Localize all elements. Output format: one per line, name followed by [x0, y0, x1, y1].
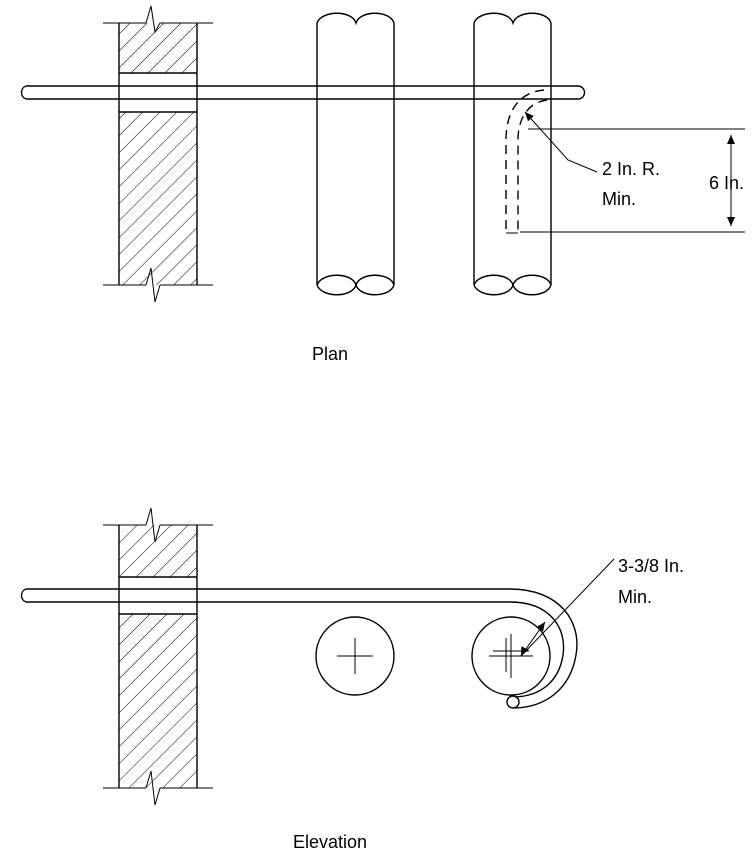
plan-radius-label-line2: Min.	[602, 189, 636, 209]
plan-view: 2 In. R. Min. 6 In. Plan	[20, 5, 745, 364]
elevation-clearance-label-line1: 3-3/8 In.	[618, 556, 684, 576]
elevation-handrail	[20, 588, 578, 709]
plan-wall	[103, 5, 213, 303]
elevation-clearance-dimension: 3-3/8 In. Min.	[520, 556, 684, 657]
plan-post-2	[473, 12, 552, 296]
plan-length-dimension: 6 In.	[520, 128, 745, 233]
plan-handrail	[20, 85, 586, 100]
plan-post-1	[316, 12, 395, 296]
plan-caption: Plan	[312, 344, 348, 364]
plan-handrail-return-dashed	[505, 89, 548, 234]
plan-radius-label-line1: 2 In. R.	[602, 159, 660, 179]
elevation-post-1	[315, 616, 395, 696]
plan-length-label: 6 In.	[709, 173, 744, 193]
elevation-post-2	[471, 616, 551, 696]
plan-radius-dimension: 2 In. R. Min.	[524, 111, 660, 209]
elevation-caption: Elevation	[293, 832, 367, 852]
elevation-view: 3-3/8 In. Min. Elevation	[20, 507, 684, 852]
elevation-clearance-label-line2: Min.	[618, 587, 652, 607]
elevation-wall	[103, 507, 213, 806]
